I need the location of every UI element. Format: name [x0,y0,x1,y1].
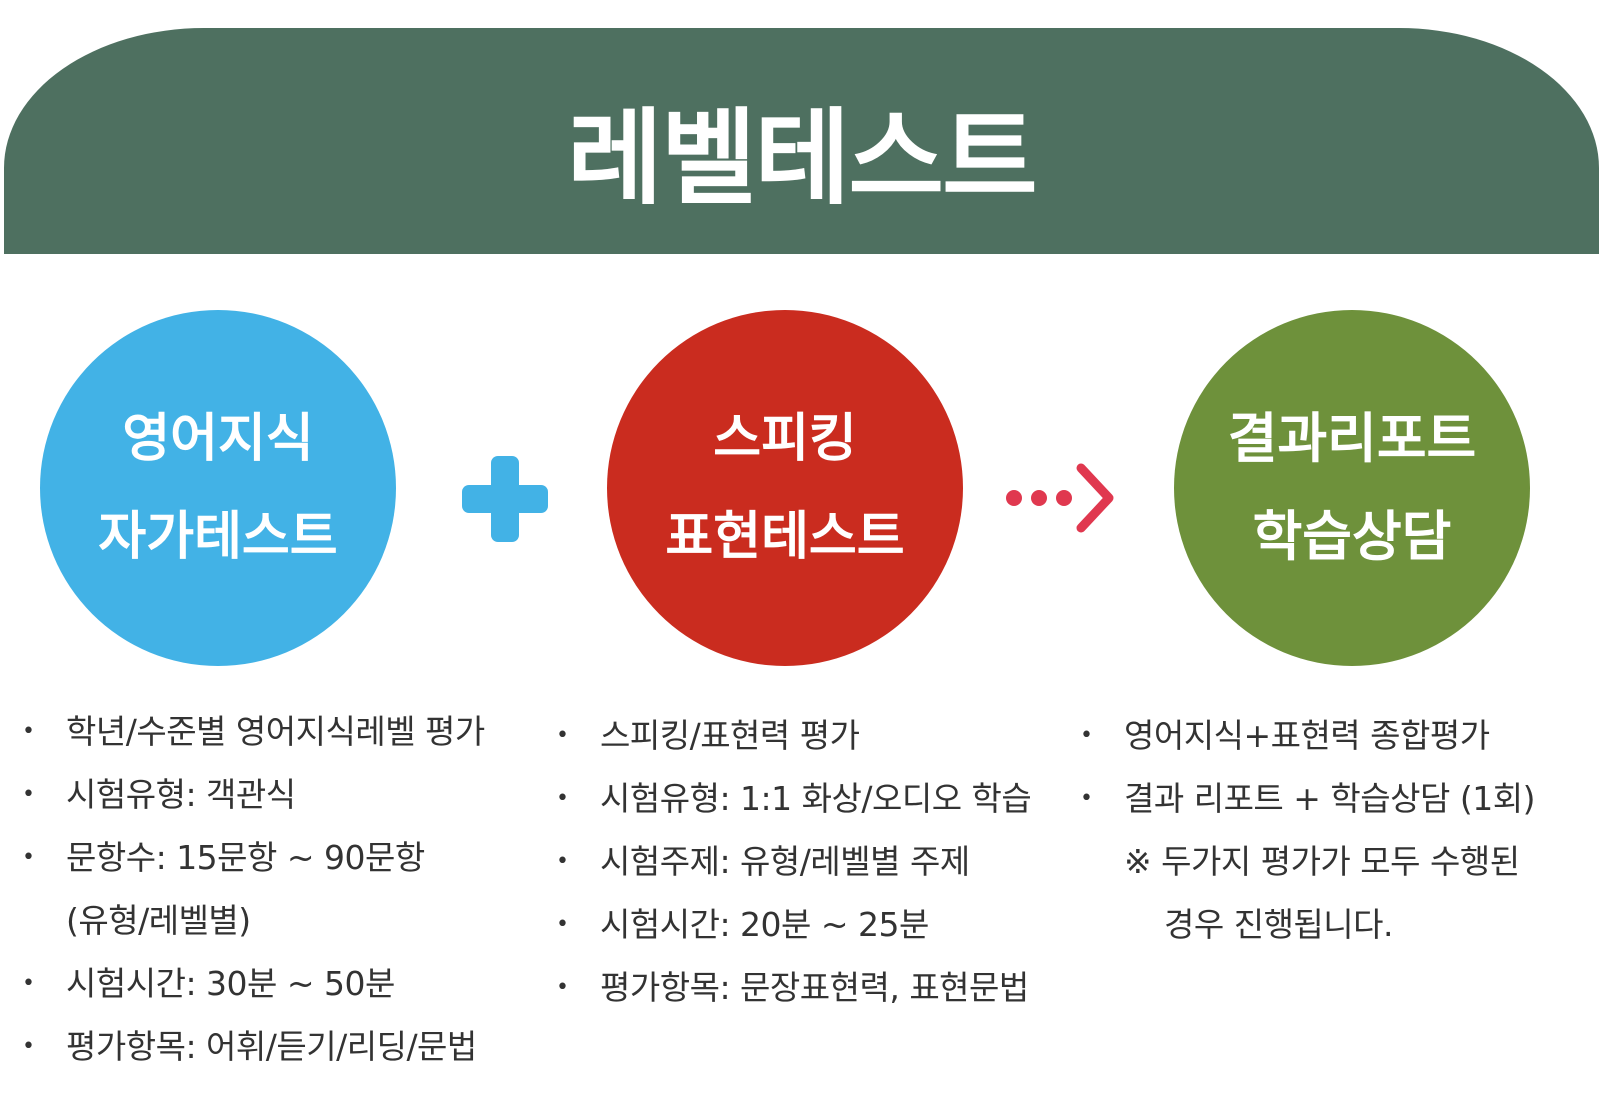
arrow-head [1076,463,1114,533]
arrow-dot [1031,490,1047,506]
arrow-dot [1006,490,1022,506]
step-label-line: 자가테스트 [98,507,338,567]
note-text-continuation: 경우 진행됩니다. [1164,905,1394,944]
step-circle-result-report: 결과리포트 학습상담 [1174,310,1530,666]
step-label-line: 표현테스트 [665,507,905,567]
result-report-details: 영어지식+표현력 종합평가 결과 리포트 + 학습상담 (1회) ※ 두가지 평… [1080,716,1599,968]
plus-icon [462,456,548,542]
dotted-arrow-right-icon [1006,463,1114,533]
knowledge-test-details: 학년/수준별 영어지식레벨 평가 시험유형: 객관식 문항수: 15문항 ~ 9… [22,712,542,1090]
speaking-test-details: 스피킹/표현력 평가 시험유형: 1:1 화상/오디오 학습 시험주제: 유형/… [556,716,1076,1031]
list-item: 시험시간: 30분 ~ 50분 [22,964,542,1027]
list-item: 평가항목: 어휘/듣기/리딩/문법 [22,1027,542,1090]
title-banner: 레벨테스트 [4,28,1599,254]
list-item: 학년/수준별 영어지식레벨 평가 [22,712,542,775]
list-item: 문항수: 15문항 ~ 90문항 [22,838,542,901]
list-item: 시험시간: 20분 ~ 25분 [556,905,1076,968]
note-text: ※ 두가지 평가가 모두 수행된 [1124,842,1520,881]
step-circle-knowledge-test: 영어지식 자가테스트 [40,310,396,666]
list-item: 결과 리포트 + 학습상담 (1회) [1080,779,1599,842]
arrow-dot [1056,490,1072,506]
list-item: 영어지식+표현력 종합평가 [1080,716,1599,779]
step-label-line: 결과리포트 [1227,407,1477,470]
step-label-line: 영어지식 [122,409,314,469]
list-item: 시험주제: 유형/레벨별 주제 [556,842,1076,905]
plus-icon-vertical-bar [491,456,519,542]
step-label-line: 스피킹 [713,409,857,469]
list-item: 시험유형: 객관식 [22,775,542,838]
list-item-continuation: (유형/레벨별) [66,901,251,940]
list-item: 시험유형: 1:1 화상/오디오 학습 [556,779,1076,842]
step-circle-speaking-test: 스피킹 표현테스트 [607,310,963,666]
list-item: 스피킹/표현력 평가 [556,716,1076,779]
step-label-line: 학습상담 [1252,505,1452,568]
page-title: 레벨테스트 [567,96,1037,219]
list-item: 평가항목: 문장표현력, 표현문법 [556,968,1076,1031]
